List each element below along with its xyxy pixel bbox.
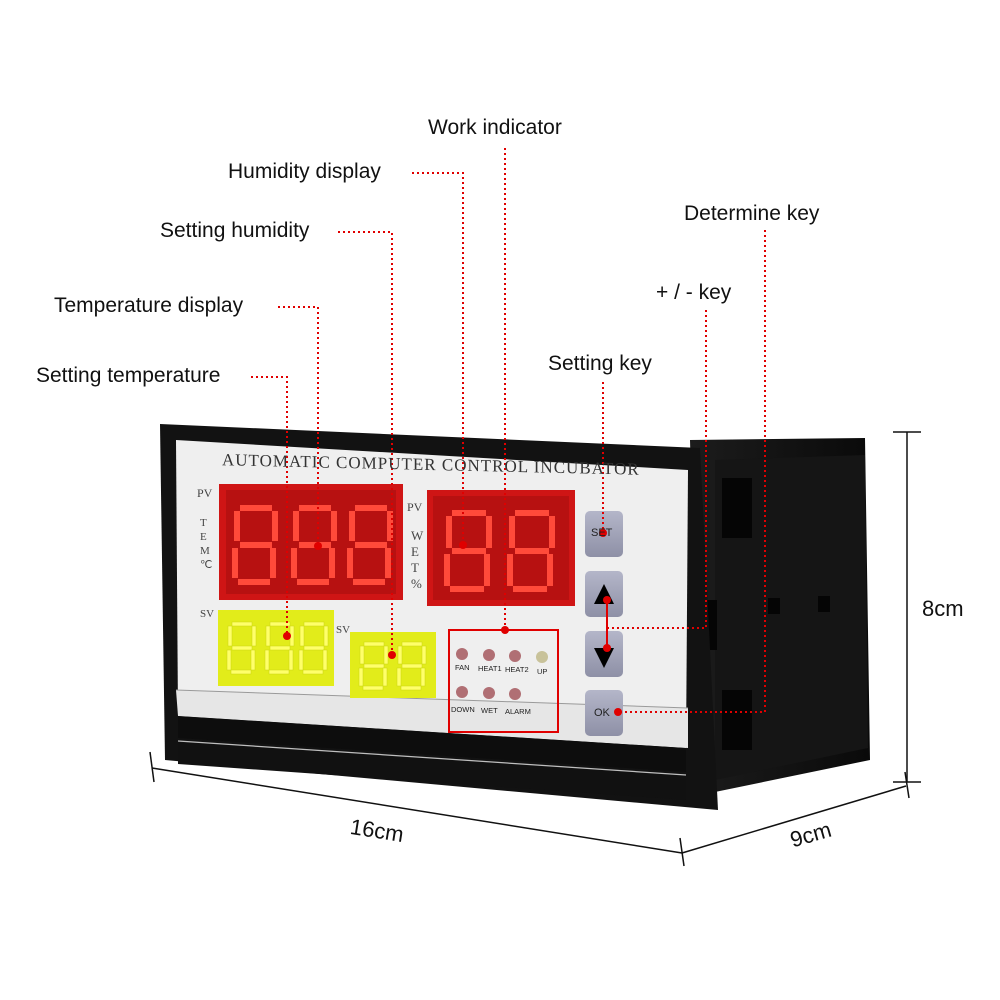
- side-clip: [722, 478, 752, 538]
- setting-temperature-label: Setting temperature: [36, 364, 221, 387]
- heat2-led: [509, 650, 521, 662]
- work-indicator-leds: [456, 648, 548, 700]
- side-slot: [818, 596, 830, 612]
- pv-left-label: PV: [197, 486, 213, 500]
- ok-key[interactable]: [585, 690, 623, 736]
- heat1-led-label: HEAT1: [478, 664, 502, 673]
- humidity-sv-display: [350, 632, 436, 698]
- down-led-label: DOWN: [451, 705, 475, 714]
- work-indicator-label: Work indicator: [428, 116, 562, 139]
- sv-right-label: SV: [336, 624, 351, 636]
- faceplate-bottom-band: [178, 716, 686, 772]
- determine-key-label: Determine key: [684, 202, 820, 225]
- up-led-label: UP: [537, 667, 548, 676]
- temperature-sv-display: [218, 610, 334, 686]
- up-led: [536, 651, 548, 663]
- fan-led: [456, 648, 468, 660]
- wet-led: [483, 687, 495, 699]
- faceplate-stripe: [176, 690, 688, 748]
- side-slot: [768, 598, 780, 614]
- alarm-led-label: ALARM: [505, 707, 531, 716]
- heat2-led-label: HEAT2: [505, 665, 529, 674]
- device-body: [690, 438, 870, 800]
- down-arrow-icon: [594, 648, 614, 668]
- pv-right-label: PV: [407, 500, 423, 514]
- set-key-label: SET: [591, 527, 613, 539]
- humidity-display-label: Humidity display: [228, 160, 381, 183]
- ok-key-label: OK: [594, 707, 610, 719]
- alarm-led: [509, 688, 521, 700]
- fan-led-label: FAN: [455, 663, 470, 672]
- wet-right-label: W E T %: [411, 528, 424, 591]
- dimension-lines: [149, 431, 921, 867]
- setting-humidity-label: Setting humidity: [160, 219, 310, 242]
- wet-led-label: WET: [481, 706, 498, 715]
- sv-left-label: SV: [200, 608, 215, 620]
- heat1-led: [483, 649, 495, 661]
- callout-lines: [251, 148, 766, 713]
- setting-key-label: Setting key: [548, 352, 652, 375]
- side-clip: [722, 690, 752, 750]
- down-led: [456, 686, 468, 698]
- temperature-pv-display: [219, 484, 403, 600]
- temperature-display-label: Temperature display: [54, 294, 244, 317]
- height-dimension-label: 8cm: [922, 596, 964, 621]
- humidity-pv-display: [427, 490, 575, 606]
- tem-left-label: T E M ℃: [200, 517, 213, 571]
- plus-minus-key-label: + / - key: [656, 281, 732, 304]
